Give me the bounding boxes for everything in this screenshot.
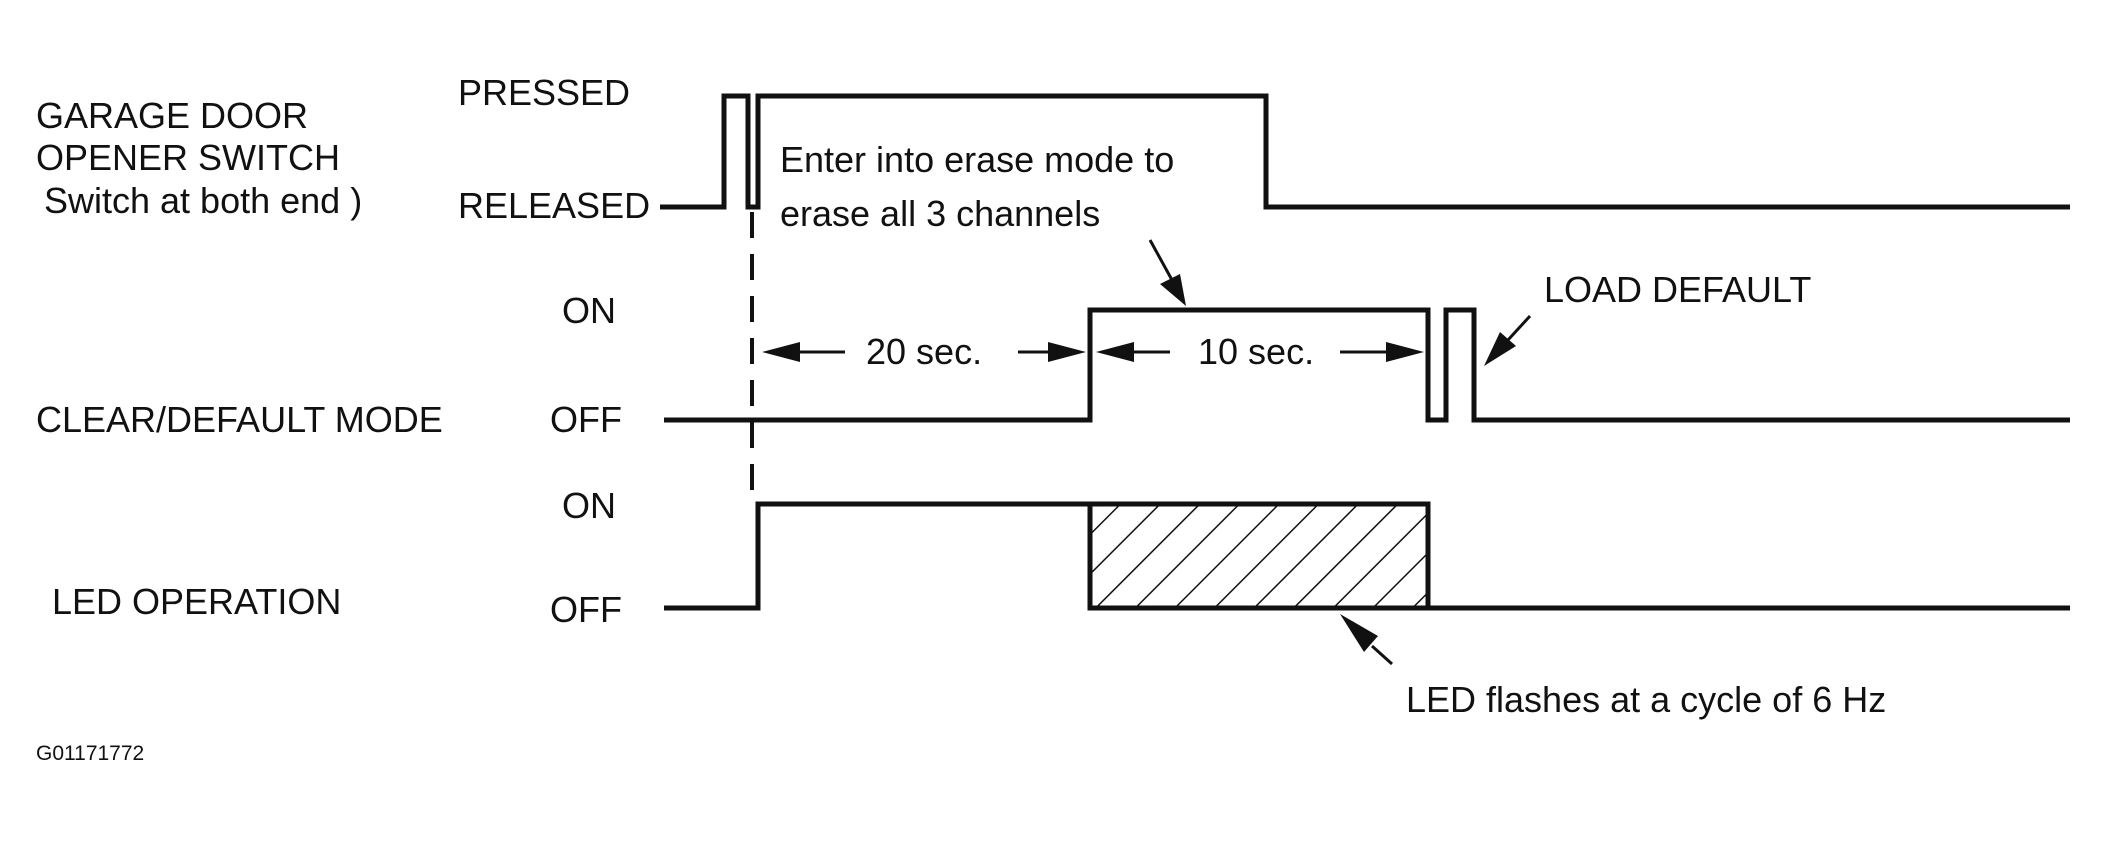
- garage-door-label-line1: GARAGE DOOR: [36, 95, 308, 136]
- pressed-level-label: PRESSED: [458, 72, 630, 113]
- led-flash-hatched-region: [1087, 501, 1431, 611]
- clear-default-off-label: OFF: [550, 399, 622, 440]
- garage-door-label-line2: OPENER SWITCH: [36, 137, 340, 178]
- led-off-label: OFF: [550, 589, 622, 630]
- duration-10-left-arrowhead: [1096, 342, 1134, 362]
- clear-default-on-label: ON: [562, 290, 616, 331]
- figure-code: G01171772: [36, 742, 144, 765]
- duration-20-label: 20 sec.: [866, 331, 982, 372]
- led-operation-label: LED OPERATION: [52, 581, 341, 622]
- duration-10-right-arrowhead: [1386, 342, 1424, 362]
- clear-default-mode-label: CLEAR/DEFAULT MODE: [36, 399, 443, 440]
- erase-mode-text-line1: Enter into erase mode to: [780, 139, 1174, 180]
- garage-door-switch-waveform: [660, 93, 2070, 210]
- duration-20-left-arrowhead: [762, 342, 800, 362]
- led-flash-pointer-shaft: [1370, 644, 1394, 666]
- load-default-pointer-arrowhead: [1484, 332, 1516, 366]
- erase-mode-text-line2: erase all 3 channels: [780, 193, 1100, 234]
- led-on-label: ON: [562, 485, 616, 526]
- led-flash-pointer-arrowhead: [1340, 614, 1378, 652]
- garage-door-label-line3: Switch at both end ): [44, 180, 362, 221]
- load-default-pointer-shaft: [1506, 314, 1532, 342]
- duration-20-right-arrowhead: [1048, 342, 1086, 362]
- erase-mode-pointer-arrowhead: [1160, 274, 1186, 306]
- duration-10-label: 10 sec.: [1198, 331, 1314, 372]
- released-level-label: RELEASED: [458, 185, 650, 226]
- load-default-text: LOAD DEFAULT: [1544, 269, 1811, 310]
- led-flash-text: LED flashes at a cycle of 6 Hz: [1406, 679, 1886, 720]
- erase-mode-pointer-shaft: [1148, 239, 1174, 281]
- clear-default-mode-waveform: [664, 307, 2070, 423]
